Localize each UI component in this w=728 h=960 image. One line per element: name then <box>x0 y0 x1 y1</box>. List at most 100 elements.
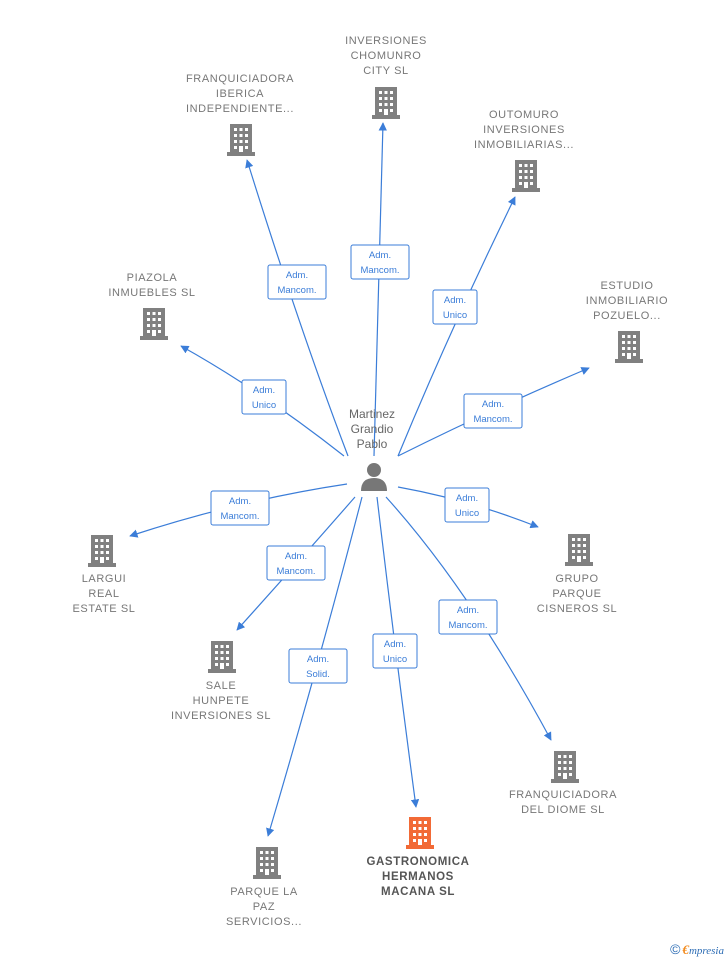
brand-initial: € <box>682 942 689 957</box>
role-text: Adm. <box>229 496 251 507</box>
role-box-grupo-parque[interactable]: Adm.Unico <box>444 487 490 523</box>
building-icon <box>615 331 643 363</box>
building-icon <box>140 308 168 340</box>
company-label: SERVICIOS... <box>226 916 302 928</box>
role-box-franquiciadora-iberica[interactable]: Adm.Mancom. <box>267 264 327 300</box>
role-box-gastronomica[interactable]: Adm. Unico <box>372 633 418 669</box>
company-node-gastronomica[interactable]: GASTRONOMICA HERMANOS MACANA SL <box>366 817 469 898</box>
role-text: Adm. <box>457 605 479 616</box>
company-label: PARQUE LA <box>230 886 298 898</box>
role-text: Solid. <box>306 669 330 680</box>
role-text: Adm. <box>285 551 307 562</box>
building-icon <box>512 160 540 192</box>
company-label: INMUEBLES SL <box>108 287 195 299</box>
building-icon <box>406 817 434 849</box>
role-text: Mancom. <box>220 511 259 522</box>
company-label: ESTUDIO <box>600 280 653 292</box>
role-box-piazola[interactable]: Adm. Unico <box>241 379 287 415</box>
brand-name: mpresia <box>688 945 724 957</box>
company-label: INDEPENDIENTE... <box>186 103 294 115</box>
company-node-piazola[interactable]: PIAZOLA INMUEBLES SL <box>108 272 195 340</box>
role-text: Adm. <box>253 385 275 396</box>
role-box-outomuro[interactable]: Adm.Unico <box>432 289 478 325</box>
company-label: INVERSIONES SL <box>171 710 271 722</box>
role-box-frame <box>266 545 326 581</box>
role-box-frame <box>438 599 498 635</box>
role-box-frame <box>241 379 287 415</box>
company-label: CITY SL <box>363 65 409 77</box>
role-text: Unico <box>383 654 407 665</box>
company-node-estudio-inmobiliario[interactable]: ESTUDIO INMOBILIARIO POZUELO... <box>586 280 668 363</box>
company-label: REAL <box>88 588 119 600</box>
role-box-frame <box>372 633 418 669</box>
empresia-watermark: ©€mpresia <box>670 941 724 958</box>
company-label: HERMANOS <box>382 871 454 883</box>
role-box-frame <box>350 244 410 280</box>
copyright-symbol: © <box>670 941 681 957</box>
company-label: GRUPO <box>555 573 598 585</box>
role-text: Mancom. <box>276 566 315 577</box>
company-node-franquiciadora-iberica[interactable]: FRANQUICIADORA IBERICA INDEPENDIENTE... <box>186 73 294 156</box>
role-box-franquiciadora-diome[interactable]: Adm. Mancom. <box>438 599 498 635</box>
company-label: HUNPETE <box>193 695 250 707</box>
company-label: PIAZOLA <box>127 272 178 284</box>
building-icon <box>208 641 236 673</box>
role-box-frame <box>444 487 490 523</box>
company-label: ESTATE SL <box>72 603 135 615</box>
company-label: DEL DIOME SL <box>521 804 605 816</box>
role-text: Unico <box>252 400 276 411</box>
role-text: Mancom. <box>360 265 399 276</box>
company-label: PARQUE <box>552 588 601 600</box>
building-icon <box>372 87 400 119</box>
company-node-largui[interactable]: LARGUI REAL ESTATE SL <box>72 535 135 615</box>
role-text: Adm. <box>384 639 406 650</box>
role-text: Adm. <box>369 250 391 261</box>
building-icon <box>88 535 116 567</box>
building-icon <box>565 534 593 566</box>
relation-edge-franquiciadora-iberica <box>245 159 349 457</box>
building-icon <box>227 124 255 156</box>
role-box-frame <box>288 648 348 684</box>
role-text: Adm. <box>444 295 466 306</box>
company-label: LARGUI <box>82 573 127 585</box>
role-box-frame <box>267 264 327 300</box>
role-text: Mancom. <box>448 620 487 631</box>
role-text: Adm. <box>482 399 504 410</box>
company-node-sale-hunpete[interactable]: SALE HUNPETE INVERSIONES SL <box>171 641 271 722</box>
company-label: GASTRONOMICA <box>366 856 469 868</box>
role-text: Adm. <box>286 270 308 281</box>
person-name: Martinez <box>349 407 395 421</box>
role-box-frame <box>432 289 478 325</box>
company-label: POZUELO... <box>593 310 661 322</box>
role-text: Mancom. <box>473 414 512 425</box>
company-node-grupo-parque[interactable]: GRUPO PARQUE CISNEROS SL <box>537 534 618 615</box>
company-label: FRANQUICIADORA <box>186 73 294 85</box>
company-node-parque-la-paz[interactable]: PARQUE LA PAZ SERVICIOS... <box>226 847 302 928</box>
company-label: MACANA SL <box>381 886 455 898</box>
company-label: INVERSIONES <box>345 35 427 47</box>
role-box-estudio-inmobiliario[interactable]: Adm. Mancom. <box>463 393 523 429</box>
role-box-inversiones-chomunro[interactable]: Adm. Mancom. <box>350 244 410 280</box>
role-text: Adm. <box>307 654 329 665</box>
building-icon <box>551 751 579 783</box>
company-label: INMOBILIARIAS... <box>474 139 574 151</box>
role-box-sale-hunpete[interactable]: Adm. Mancom. <box>266 545 326 581</box>
company-label: CISNEROS SL <box>537 603 618 615</box>
role-box-parque-la-paz[interactable]: Adm. Solid. <box>288 648 348 684</box>
role-box-frame <box>463 393 523 429</box>
company-node-outomuro[interactable]: OUTOMUROINVERSIONESINMOBILIARIAS... <box>474 109 574 192</box>
company-label: SALE <box>206 680 237 692</box>
person-name: Grandio <box>351 422 394 436</box>
person-name: Pablo <box>357 437 388 451</box>
company-label: INMOBILIARIO <box>586 295 668 307</box>
person-icon <box>361 463 387 491</box>
relation-edge-inversiones-chomunro <box>373 122 387 457</box>
company-label: IBERICA <box>216 88 264 100</box>
company-label: OUTOMURO <box>489 109 559 121</box>
role-box-largui[interactable]: Adm. Mancom. <box>210 490 270 526</box>
company-label: PAZ <box>253 901 275 913</box>
